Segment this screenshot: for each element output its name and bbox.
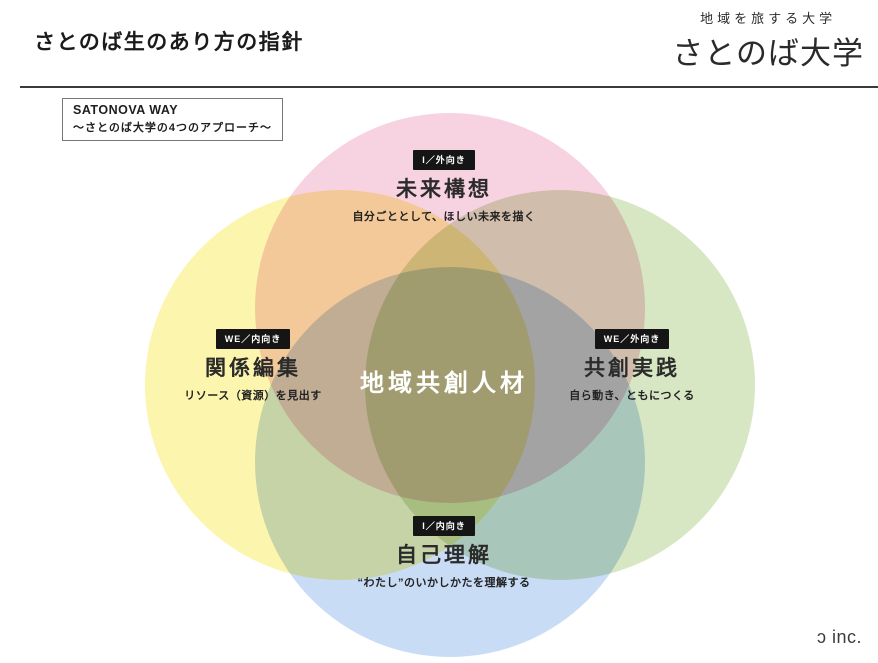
venn-node-cocreate: WE／外向き 共創実践 自ら動き、ともにつくる	[482, 329, 782, 403]
badge-i-inward: I／内向き	[413, 516, 475, 536]
page-title: さとのば生のあり方の指針	[34, 31, 304, 54]
node-subtitle-cocreate: 自ら動き、ともにつくる	[569, 390, 695, 402]
badge-we-outward: WE／外向き	[594, 329, 670, 349]
venn-node-future: I／外向き 未来構想 自分ごととして、ほしい未来を描く	[294, 150, 594, 224]
satonova-way-box: SATONOVA WAY ～さとのば大学の4つのアプローチ～	[62, 98, 284, 141]
way-box-subtitle: ～さとのば大学の4つのアプローチ～	[73, 122, 273, 134]
badge-we-inward: WE／内向き	[215, 329, 291, 349]
way-box-title: SATONOVA WAY	[73, 103, 179, 117]
brand-tagline: 地域を旅する大学	[700, 12, 837, 27]
footer-logo-partial: ɔ inc.	[816, 627, 862, 647]
node-subtitle-future: 自分ごととして、ほしい未来を描く	[352, 211, 536, 223]
badge-i-outward: I／外向き	[413, 150, 475, 170]
node-subtitle-relation: リソース（資源）を見出す	[184, 390, 322, 402]
node-title-self: 自己理解	[396, 544, 492, 567]
node-subtitle-self: “わたし”のいかしかたを理解する	[357, 577, 531, 589]
brand-name: さとのば大学	[672, 36, 864, 72]
venn-node-relation: WE／内向き 関係編集 リソース（資源）を見出す	[103, 329, 403, 403]
node-title-future: 未来構想	[396, 178, 492, 201]
header-divider	[20, 86, 878, 88]
venn-node-self: I／内向き 自己理解 “わたし”のいかしかたを理解する	[294, 516, 594, 590]
node-title-cocreate: 共創実践	[584, 357, 680, 380]
venn-center-label: 地域共創人材	[360, 370, 528, 397]
brand-logo: 地域を旅する大学 さとのば大学	[672, 8, 864, 73]
venn-circle-self	[255, 267, 645, 657]
node-title-relation: 関係編集	[205, 357, 301, 380]
